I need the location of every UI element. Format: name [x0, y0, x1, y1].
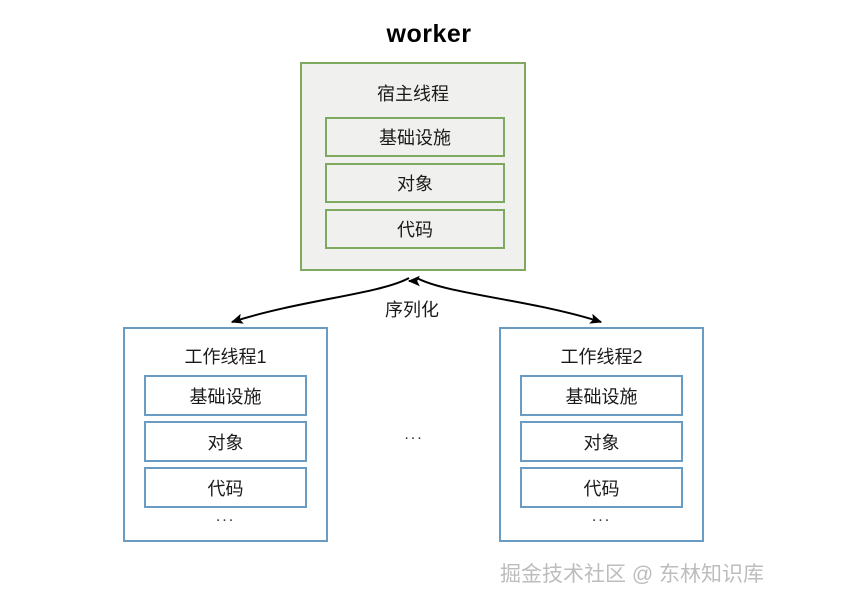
- host-thread-box: 宿主线程 基础设施 对象 代码: [300, 62, 526, 271]
- worker-thread-2-ellipsis: ...: [591, 508, 612, 525]
- worker-thread-1-item-objects: 对象: [144, 421, 307, 462]
- worker-thread-2-title: 工作线程2: [560, 347, 643, 367]
- worker-thread-2-item-list: 基础设施 对象 代码: [520, 375, 683, 513]
- worker-thread-1-item-code: 代码: [144, 467, 307, 508]
- host-thread-item-code: 代码: [325, 209, 505, 249]
- worker-thread-1-item-infrastructure: 基础设施: [144, 375, 307, 416]
- serialize-label: 序列化: [385, 300, 439, 320]
- host-thread-item-infrastructure: 基础设施: [325, 117, 505, 157]
- worker-thread-2-item-objects: 对象: [520, 421, 683, 462]
- watermark: 掘金技术社区 @ 东林知识库: [500, 563, 764, 586]
- host-thread-title: 宿主线程: [377, 84, 449, 104]
- worker-thread-2-item-code: 代码: [520, 467, 683, 508]
- worker-thread-1-title: 工作线程1: [184, 347, 267, 367]
- host-thread-item-objects: 对象: [325, 163, 505, 203]
- between-workers-ellipsis: ...: [404, 426, 424, 443]
- page-title: worker: [386, 20, 472, 48]
- worker-thread-2-box: 工作线程2 基础设施 对象 代码 ...: [499, 327, 704, 542]
- worker-thread-2-item-infrastructure: 基础设施: [520, 375, 683, 416]
- worker-thread-1-box: 工作线程1 基础设施 对象 代码 ...: [123, 327, 328, 542]
- worker-thread-1-item-list: 基础设施 对象 代码: [144, 375, 307, 513]
- host-thread-item-list: 基础设施 对象 代码: [325, 117, 505, 255]
- worker-thread-1-ellipsis: ...: [215, 508, 236, 525]
